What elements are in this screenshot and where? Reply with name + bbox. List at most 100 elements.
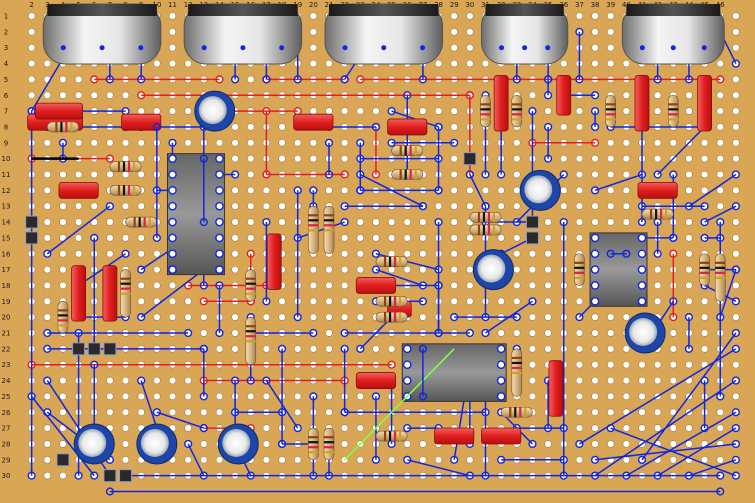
resistor-band [477, 212, 481, 223]
signal-wire-end [434, 186, 443, 195]
signal-wire-end [403, 455, 412, 464]
pot-pin [381, 45, 387, 51]
pad [528, 376, 537, 385]
resistor-band [393, 296, 397, 307]
signal-wire-end [450, 313, 459, 322]
pad [622, 139, 630, 147]
ic-pin [402, 360, 412, 370]
pad [121, 440, 130, 448]
pad [309, 44, 318, 52]
power-wire-end [387, 360, 396, 369]
pad [544, 107, 552, 115]
pad [466, 250, 474, 258]
pad [607, 12, 615, 20]
pad [591, 440, 599, 448]
resistor-band [245, 277, 256, 280]
pad [137, 202, 145, 210]
resistor-band [324, 451, 334, 454]
pad [247, 139, 255, 147]
connector-pad [103, 469, 117, 483]
signal-wire-end [121, 249, 130, 258]
pad [591, 424, 599, 432]
signal-wire-end [606, 424, 615, 433]
signal-wire-end [528, 297, 537, 306]
resistor-band [57, 324, 68, 327]
pad [591, 155, 599, 163]
pad [638, 376, 646, 385]
resistor-band [324, 224, 334, 227]
ic-pin [402, 344, 412, 354]
pad [200, 440, 208, 448]
row-label: 28 [2, 440, 11, 448]
pad [43, 91, 51, 99]
pad [137, 281, 145, 290]
pad [732, 250, 740, 258]
signal-wire-end [512, 313, 521, 322]
pot-pin [201, 45, 207, 51]
pad [59, 376, 67, 385]
pad [575, 12, 584, 20]
pad [294, 408, 302, 416]
signal-wire [156, 411, 205, 429]
signal-wire-end [262, 376, 271, 385]
signal-wire-end [637, 202, 647, 211]
film-capacitor [293, 113, 334, 131]
resistor [109, 185, 142, 196]
pad [419, 234, 427, 242]
pad [356, 234, 364, 242]
pad [168, 297, 177, 305]
pad [341, 297, 349, 305]
resistor-band [127, 161, 131, 172]
row-label: 11 [2, 171, 11, 179]
pad [450, 218, 458, 226]
pad [575, 456, 584, 464]
pad [247, 202, 255, 210]
signal-wire-end [700, 376, 709, 385]
signal-wire [579, 348, 737, 445]
top-signal-wire-end [606, 249, 615, 258]
signal-wire-end [497, 170, 506, 179]
pad [43, 139, 51, 147]
pad [294, 456, 302, 464]
resistor-band [482, 212, 486, 223]
pad [450, 123, 458, 131]
pot-pin [522, 45, 528, 51]
signal-wire-end [575, 439, 584, 449]
resistor-band [388, 431, 392, 442]
row-label: 10 [2, 155, 11, 163]
resistor-band [487, 224, 491, 235]
signal-wire-end [684, 313, 694, 322]
pad [387, 234, 396, 242]
power-wire-end [590, 138, 600, 147]
ic-chip [401, 343, 507, 402]
connector-pad [25, 215, 39, 229]
ic-pin [168, 265, 177, 274]
pad [560, 202, 568, 210]
signal-wire-end [731, 455, 741, 464]
signal-wire [688, 173, 737, 207]
pad [403, 265, 411, 274]
pad [685, 107, 693, 115]
resistor-band [574, 266, 585, 269]
pad [669, 329, 677, 337]
signal-wire-end [731, 439, 741, 449]
film-capacitor [493, 75, 509, 132]
pad [74, 139, 83, 147]
pad [419, 265, 427, 274]
resistor-band [519, 407, 522, 418]
pad [341, 107, 349, 115]
pad [137, 155, 145, 163]
col-label: 36 [559, 1, 568, 9]
resistor-band [404, 169, 407, 180]
pad [607, 440, 615, 448]
pad [591, 345, 599, 353]
signal-wire-end [277, 344, 287, 353]
pad [732, 139, 740, 147]
pad [732, 186, 740, 195]
pad [387, 265, 396, 274]
pad [497, 329, 505, 337]
signal-wire-end [731, 376, 741, 385]
pad [716, 123, 724, 131]
resistor-band [324, 219, 334, 222]
pad [528, 392, 537, 401]
